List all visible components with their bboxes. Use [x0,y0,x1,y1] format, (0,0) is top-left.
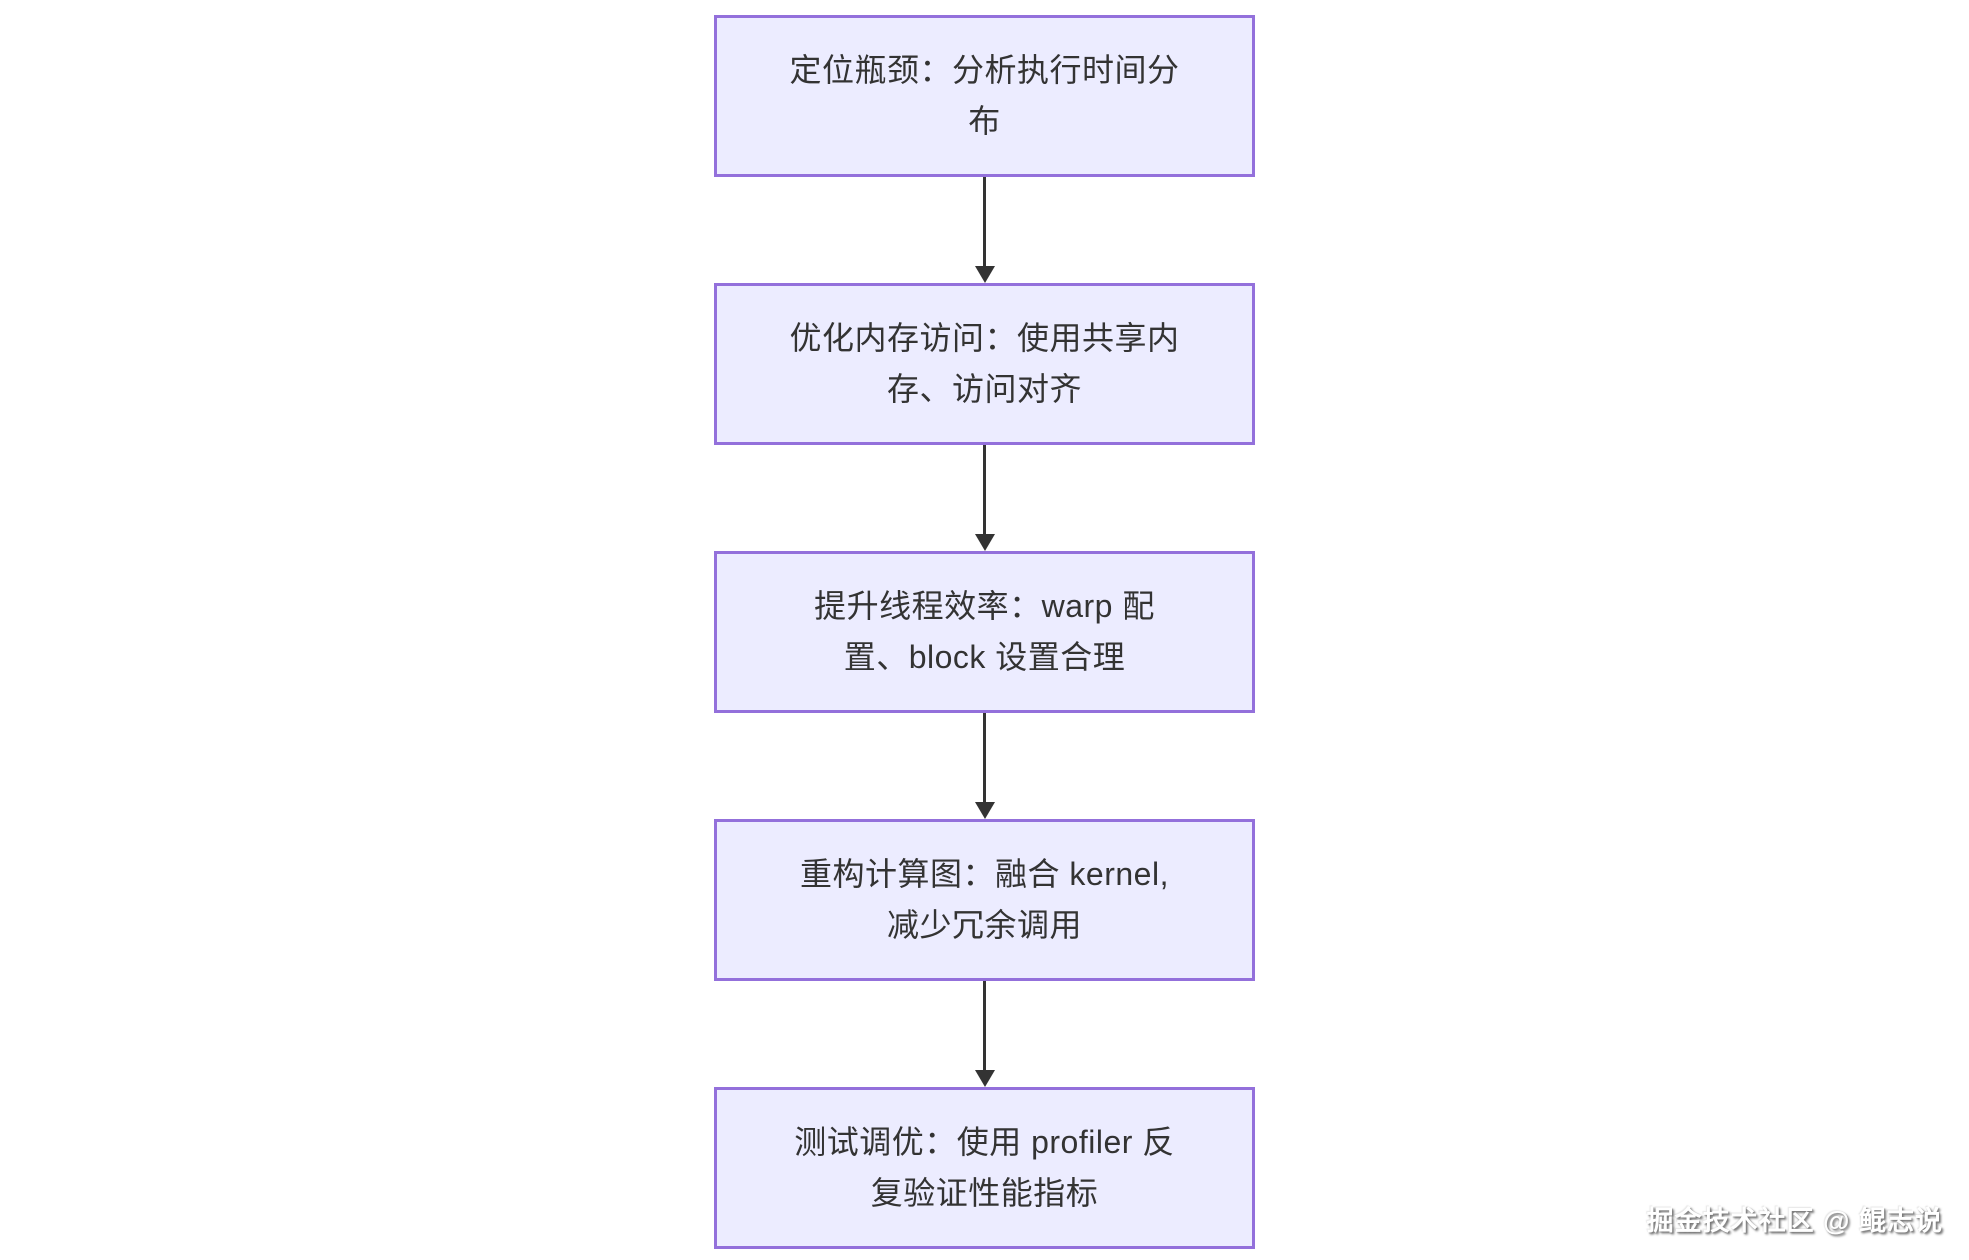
flow-node-label: 提升线程效率：warp 配 置、block 设置合理 [814,587,1155,675]
flow-node-label: 测试调优：使用 profiler 反 复验证性能指标 [794,1123,1175,1211]
flow-arrow-down [714,713,1255,819]
arrow-head-icon [974,266,995,283]
watermark: 掘金技术社区 @ 鲲志说 [1646,1206,1943,1236]
arrow-head-icon [974,534,995,551]
flow-arrow-down [714,981,1255,1087]
arrow-head-icon [974,1070,995,1087]
flow-node-restructure-graph: 重构计算图：融合 kernel, 减少冗余调用 [714,819,1255,981]
arrow-line [983,713,986,803]
arrow-line [983,177,986,267]
arrow-head-icon [974,802,995,819]
arrow-line [983,981,986,1071]
flow-node-label: 重构计算图：融合 kernel, 减少冗余调用 [800,855,1169,943]
flow-node-locate-bottleneck: 定位瓶颈：分析执行时间分 布 [714,15,1255,177]
flow-arrow-down [714,177,1255,283]
flow-node-label: 定位瓶颈：分析执行时间分 布 [789,51,1180,139]
arrow-line [983,445,986,535]
flow-node-label: 优化内存访问：使用共享内 存、访问对齐 [789,319,1180,407]
flowchart: 定位瓶颈：分析执行时间分 布 优化内存访问：使用共享内 存、访问对齐 提升线程效… [714,15,1255,1249]
flow-node-thread-efficiency: 提升线程效率：warp 配 置、block 设置合理 [714,551,1255,713]
flow-node-optimize-memory: 优化内存访问：使用共享内 存、访问对齐 [714,283,1255,445]
flow-node-test-tune: 测试调优：使用 profiler 反 复验证性能指标 [714,1087,1255,1249]
flow-arrow-down [714,445,1255,551]
